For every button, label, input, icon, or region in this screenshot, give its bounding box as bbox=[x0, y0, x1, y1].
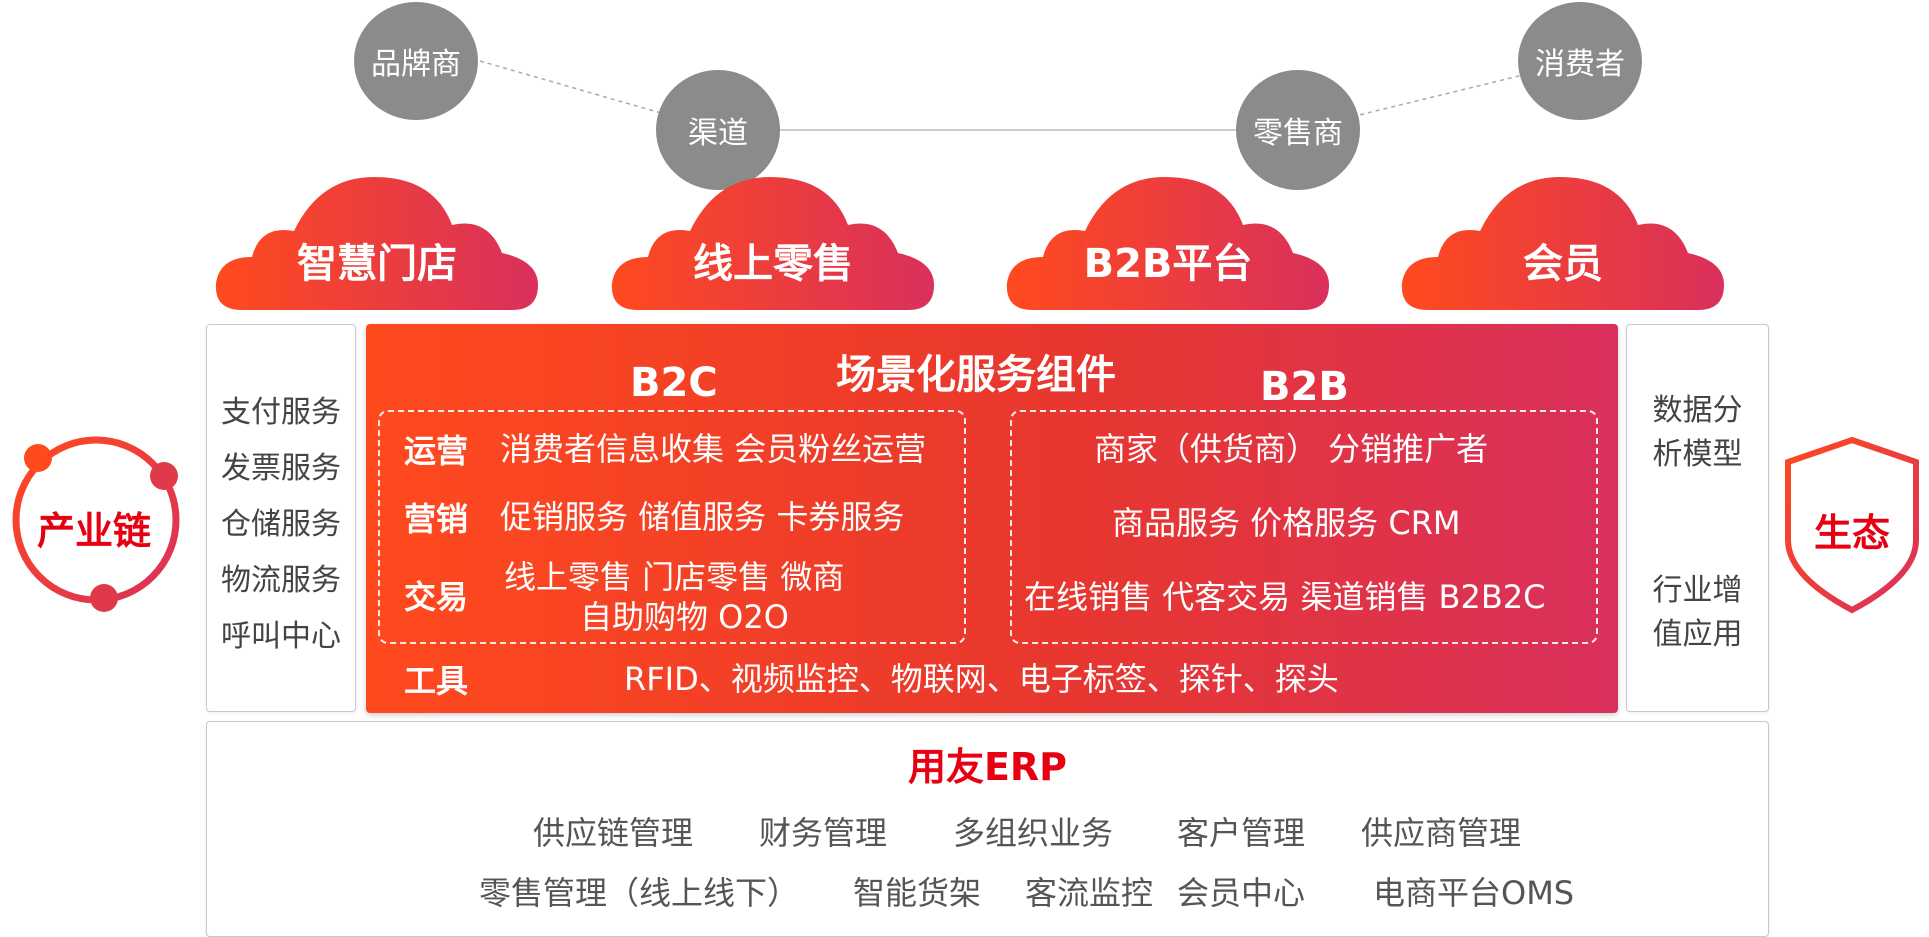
service-item: 仓储服务 bbox=[221, 507, 341, 542]
cloud-label: B2B平台 bbox=[1083, 241, 1253, 287]
ops-items: 消费者信息收集 会员粉丝运营 bbox=[500, 430, 927, 468]
node-channel: 渠道 bbox=[656, 70, 780, 190]
right-analytics-panel: 数据分 析模型 行业增 值应用 bbox=[1626, 324, 1769, 712]
cloud-label: 会员 bbox=[1523, 241, 1603, 287]
b2c-label: B2C bbox=[630, 360, 718, 406]
node-brand: 品牌商 bbox=[354, 2, 478, 120]
ring-icon bbox=[12, 436, 180, 612]
cloud-label: 线上零售 bbox=[693, 241, 853, 287]
b2b-label: B2B bbox=[1260, 364, 1349, 410]
b2c-section: 运营 消费者信息收集 会员粉丝运营 营销 促销服务 储值服务 卡券服务 交易 线… bbox=[378, 410, 966, 644]
marketing-items: 促销服务 储值服务 卡券服务 bbox=[500, 498, 905, 536]
ops-label: 运营 bbox=[404, 432, 469, 470]
erp-module: 电商平台OMS bbox=[1373, 874, 1575, 912]
service-item: 物流服务 bbox=[221, 563, 341, 598]
industry-chain-badge: 产业链 bbox=[4, 424, 184, 616]
service-item: 发票服务 bbox=[221, 451, 341, 486]
left-services-panel: 支付服务 发票服务 仓储服务 物流服务 呼叫中心 bbox=[206, 324, 356, 712]
erp-title: 用友ERP bbox=[907, 745, 1068, 789]
b2b-section: 商家（供货商） 分销推广者 商品服务 价格服务 CRM 在线销售 代客交易 渠道… bbox=[1010, 410, 1598, 644]
ecology-badge: 生态 bbox=[1782, 436, 1922, 614]
b2b-row: 在线销售 代客交易 渠道销售 B2B2C bbox=[1024, 578, 1546, 616]
erp-module: 会员中心 bbox=[1177, 874, 1306, 912]
panel-title: 场景化服务组件 bbox=[836, 352, 1116, 398]
b2b-row: 商品服务 价格服务 CRM bbox=[1112, 504, 1461, 542]
marketing-label: 营销 bbox=[404, 500, 469, 538]
erp-module: 供应链管理 bbox=[533, 814, 694, 852]
tools-items: RFID、视频监控、物联网、电子标签、探针、探头 bbox=[624, 660, 1339, 698]
erp-module: 智能货架 bbox=[853, 874, 982, 912]
analytics-text: 析模型 bbox=[1652, 437, 1743, 472]
erp-module: 多组织业务 bbox=[953, 814, 1114, 852]
erp-module: 财务管理 bbox=[759, 814, 888, 852]
service-item: 呼叫中心 bbox=[221, 619, 341, 654]
industry-chain-label: 产业链 bbox=[36, 509, 151, 553]
erp-panel: 用友ERP 供应链管理 财务管理 多组织业务 客户管理 供应商管理 零售管理（线… bbox=[206, 721, 1769, 937]
trade-label: 交易 bbox=[404, 578, 469, 616]
service-item: 支付服务 bbox=[221, 395, 341, 430]
cloud-label: 智慧门店 bbox=[297, 241, 457, 287]
b2b-row: 商家（供货商） 分销推广者 bbox=[1094, 430, 1489, 468]
shield-icon bbox=[1785, 436, 1919, 614]
cloud-member: 会员 bbox=[1398, 165, 1728, 315]
ecology-label: 生态 bbox=[1813, 511, 1890, 555]
analytics-text: 数据分 bbox=[1652, 393, 1743, 428]
tools-label: 工具 bbox=[404, 662, 469, 700]
erp-module: 零售管理（线上线下） bbox=[479, 874, 800, 912]
erp-module: 客户管理 bbox=[1177, 814, 1306, 852]
cloud-smart-store: 智慧门店 bbox=[212, 165, 542, 315]
erp-module: 供应商管理 bbox=[1361, 814, 1522, 852]
analytics-text: 值应用 bbox=[1652, 617, 1743, 652]
node-consumer: 消费者 bbox=[1518, 2, 1642, 120]
node-retailer: 零售商 bbox=[1236, 70, 1360, 190]
scenario-components-panel: 场景化服务组件 B2C B2B 运营 消费者信息收集 会员粉丝运营 营销 促销服… bbox=[366, 324, 1618, 713]
cloud-b2b-platform: B2B平台 bbox=[1003, 165, 1333, 315]
trade-items-line2: 自助购物 O2O bbox=[580, 598, 789, 636]
trade-items-line1: 线上零售 门店零售 微商 bbox=[504, 558, 845, 596]
erp-module: 客流监控 bbox=[1025, 874, 1154, 912]
cloud-online-retail: 线上零售 bbox=[608, 165, 938, 315]
analytics-text: 行业增 bbox=[1652, 573, 1743, 608]
